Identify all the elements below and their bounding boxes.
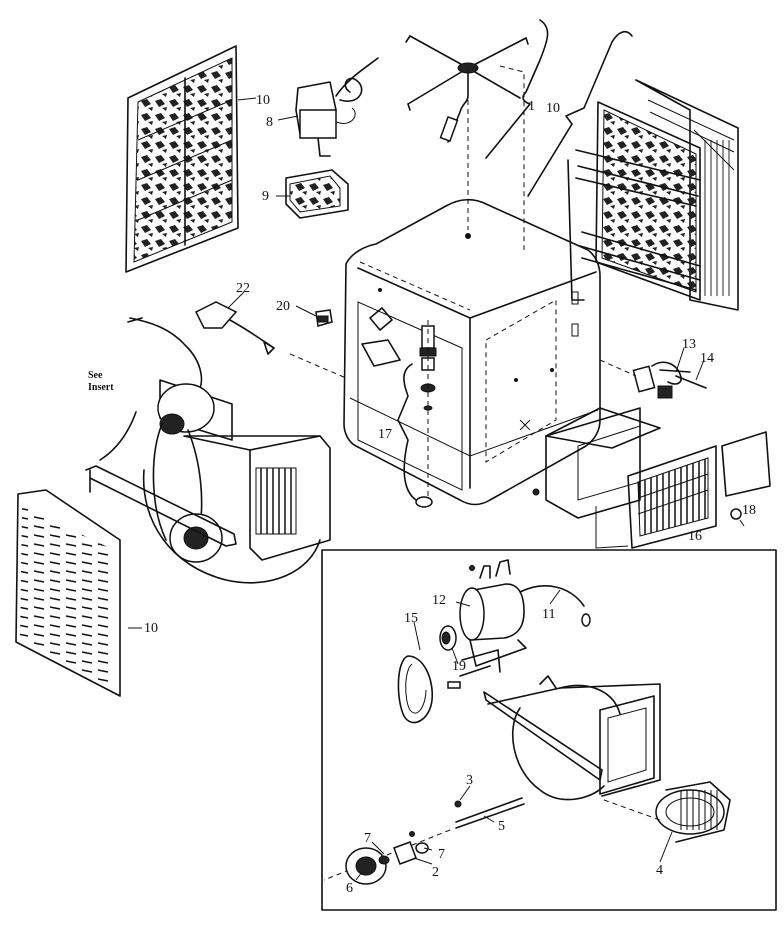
callout-14: 14 — [700, 351, 714, 366]
parts-13-14 — [599, 359, 707, 399]
filter-pad-panel-right — [567, 79, 739, 311]
blower-motor-assembly — [85, 317, 331, 584]
callout-19: 19 — [452, 659, 466, 674]
see-insert-line2: Insert — [88, 382, 114, 393]
filter-pad-panel-left — [125, 45, 239, 273]
bracket-10-right — [527, 30, 633, 197]
bolt — [447, 681, 461, 689]
part-18-washer — [730, 508, 742, 520]
callout-4: 4 — [656, 863, 663, 878]
wire-connector — [581, 613, 591, 627]
callout-10-left: 10 — [144, 621, 158, 636]
callout-10-top-right: 10 — [546, 101, 560, 116]
see-insert-line1: See — [88, 370, 103, 381]
leader-lines — [128, 97, 745, 881]
mount-bolts — [459, 649, 501, 677]
sheet-part — [721, 431, 771, 497]
water-distributor — [405, 35, 529, 250]
callout-9: 9 — [262, 189, 269, 204]
power-cord-22 — [194, 301, 347, 379]
callout-16: 16 — [688, 529, 702, 544]
insert-shaft-5 — [323, 797, 525, 881]
callout-5: 5 — [498, 819, 505, 834]
insert-blower-housing — [483, 675, 661, 801]
callout-8: 8 — [266, 115, 273, 130]
callout-7-left: 7 — [364, 831, 371, 846]
bracket-1 — [485, 19, 549, 159]
callout-7-right: 7 — [438, 847, 445, 862]
drain-fitting-parts — [397, 320, 437, 508]
callout-2: 2 — [432, 865, 439, 880]
callout-11: 11 — [542, 607, 555, 622]
belt-15-inner — [405, 663, 427, 714]
callout-3: 3 — [466, 773, 473, 788]
motor-mount — [469, 639, 527, 667]
callout-12: 12 — [432, 593, 446, 608]
insert-motor-12 — [439, 559, 525, 651]
belt-15 — [397, 655, 433, 724]
callout-10-top-left: 10 — [256, 93, 270, 108]
callout-18: 18 — [742, 503, 756, 518]
callout-13: 13 — [682, 337, 696, 352]
callout-17: 17 — [378, 427, 392, 442]
callout-1: 1 — [528, 99, 535, 114]
screw-part — [532, 488, 540, 496]
insert-wheel-4 — [603, 781, 731, 843]
pump-assembly — [295, 57, 379, 157]
part-20-clip — [315, 309, 333, 327]
callout-20: 20 — [276, 299, 290, 314]
insert-box — [321, 549, 777, 911]
float-switch-box — [285, 169, 349, 219]
cabinet-housing — [343, 198, 601, 506]
grill-panel-16 — [627, 445, 717, 549]
callout-6: 6 — [346, 881, 353, 896]
callout-labels: 10 8 9 1 10 22 20 13 14 17 18 16 10 12 1… — [88, 93, 756, 896]
callout-22: 22 — [236, 281, 250, 296]
callout-15: 15 — [404, 611, 418, 626]
insert-pulley-6 — [345, 831, 429, 885]
insert-wire-11 — [519, 585, 585, 607]
louvered-panel-left — [15, 489, 121, 697]
